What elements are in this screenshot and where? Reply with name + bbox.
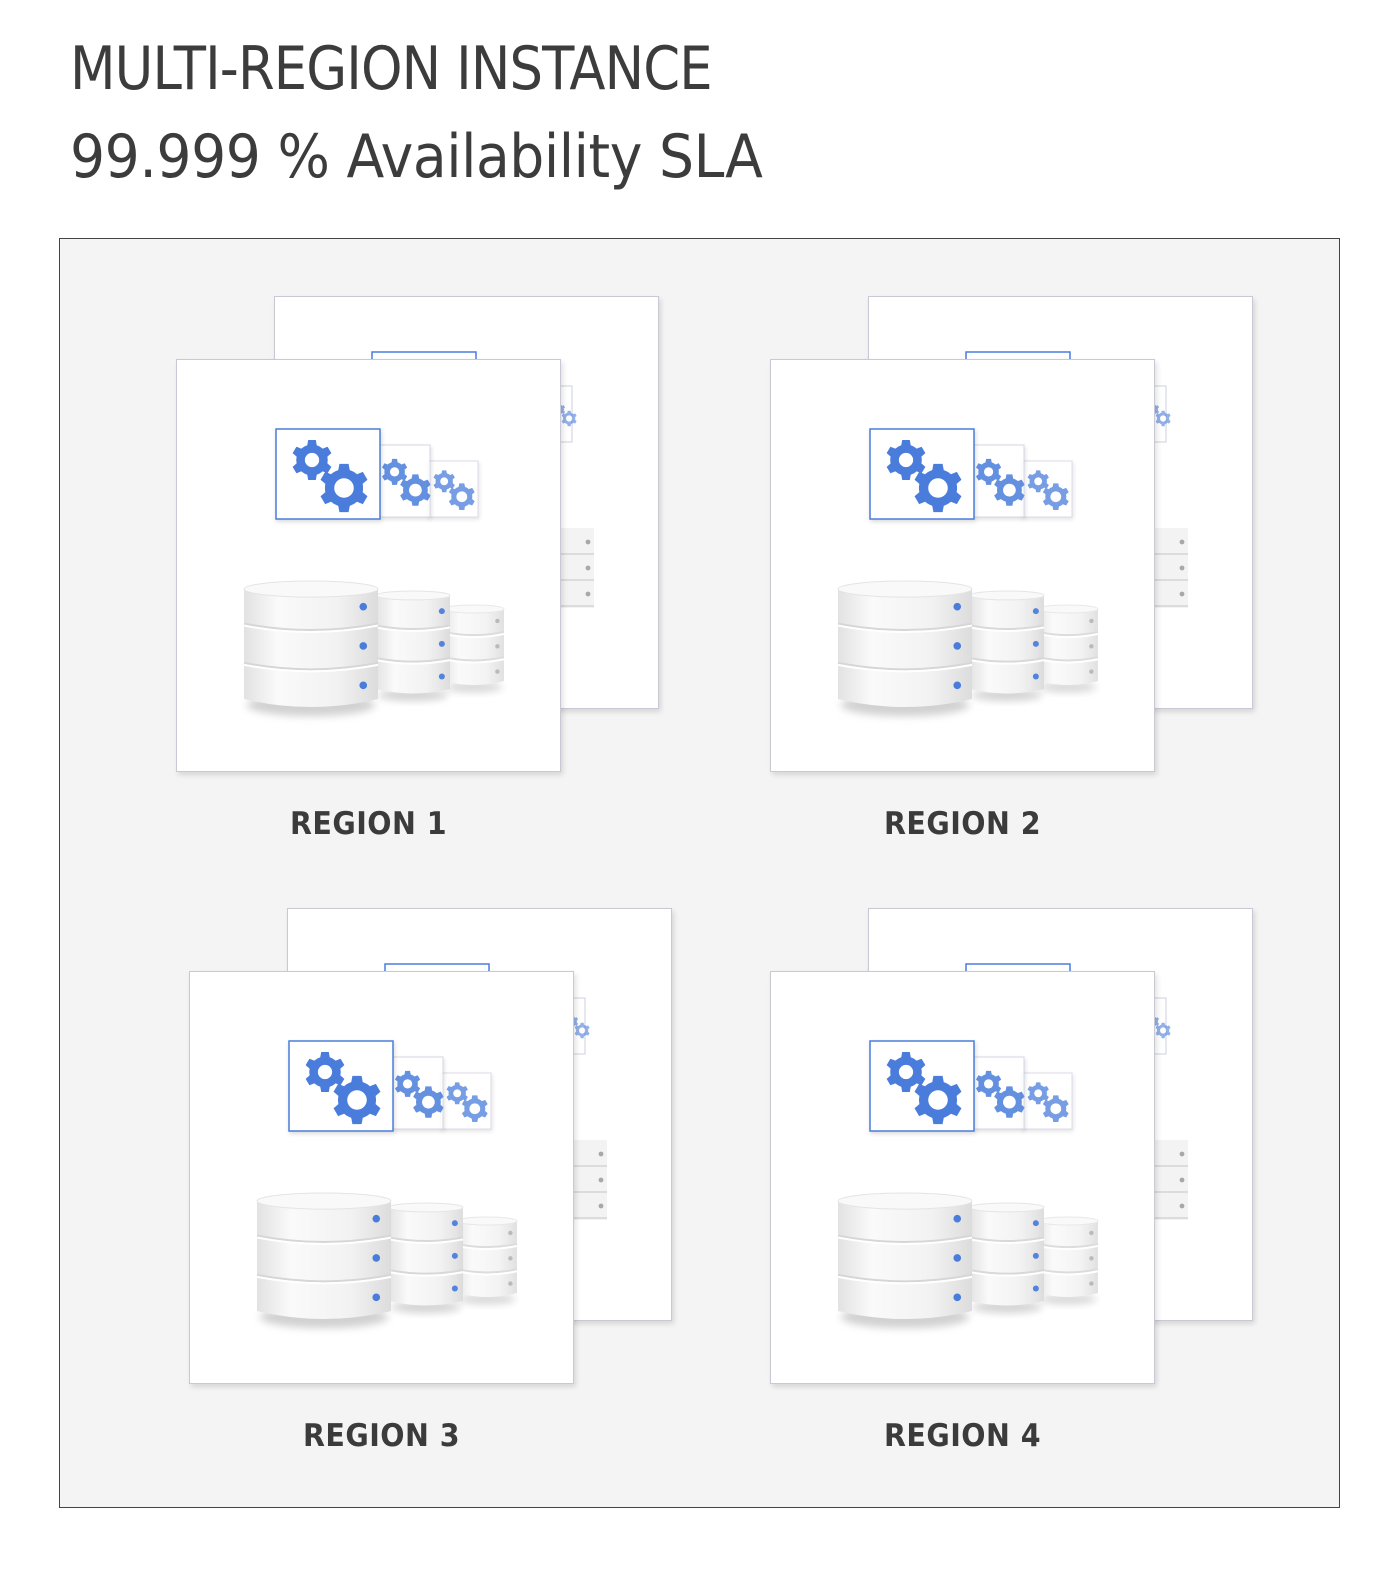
region-front-card — [770, 971, 1155, 1384]
region-group: REGION 1 — [176, 296, 696, 896]
back-card-artwork — [965, 351, 1188, 608]
front-card-artwork — [256, 1040, 518, 1329]
back-card-artwork — [384, 963, 607, 1220]
region-group: REGION 4 — [770, 908, 1290, 1508]
region-label: REGION 1 — [289, 806, 448, 842]
diagram-title: MULTI-REGION INSTANCE — [70, 34, 713, 104]
region-front-card — [189, 971, 574, 1384]
front-card-artwork — [837, 428, 1099, 717]
back-card-artwork — [965, 963, 1188, 1220]
region-group: REGION 3 — [189, 908, 709, 1508]
region-label: REGION 3 — [302, 1418, 461, 1454]
region-front-card — [176, 359, 561, 772]
region-label: REGION 4 — [883, 1418, 1042, 1454]
region-group: REGION 2 — [770, 296, 1290, 896]
region-front-card — [770, 359, 1155, 772]
front-card-artwork — [243, 428, 505, 717]
diagram-subtitle: 99.999 % Availability SLA — [70, 122, 763, 192]
region-label: REGION 2 — [883, 806, 1042, 842]
front-card-artwork — [837, 1040, 1099, 1329]
